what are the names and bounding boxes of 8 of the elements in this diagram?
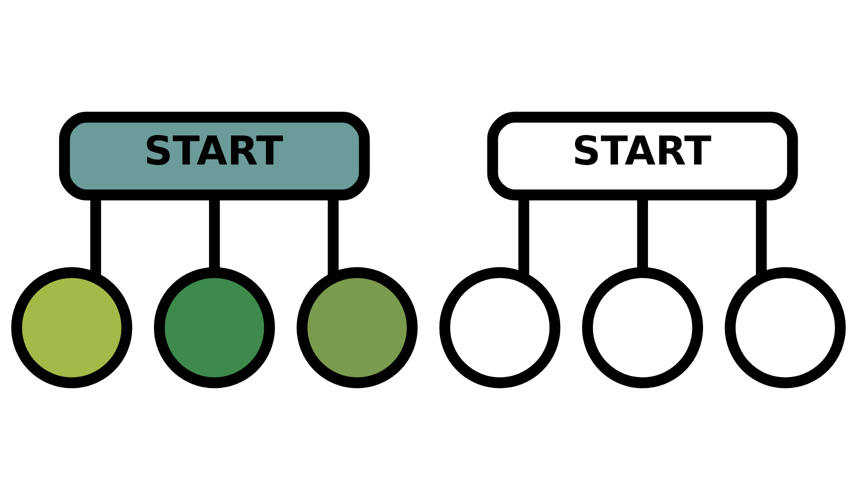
node-circle xyxy=(11,267,132,388)
node-circle xyxy=(296,267,418,388)
node-circle xyxy=(154,267,275,388)
node-box: START xyxy=(59,112,370,200)
node-circle xyxy=(439,267,560,388)
node-box: START xyxy=(487,112,798,200)
node-circle xyxy=(582,267,704,388)
node-circle xyxy=(724,267,846,388)
